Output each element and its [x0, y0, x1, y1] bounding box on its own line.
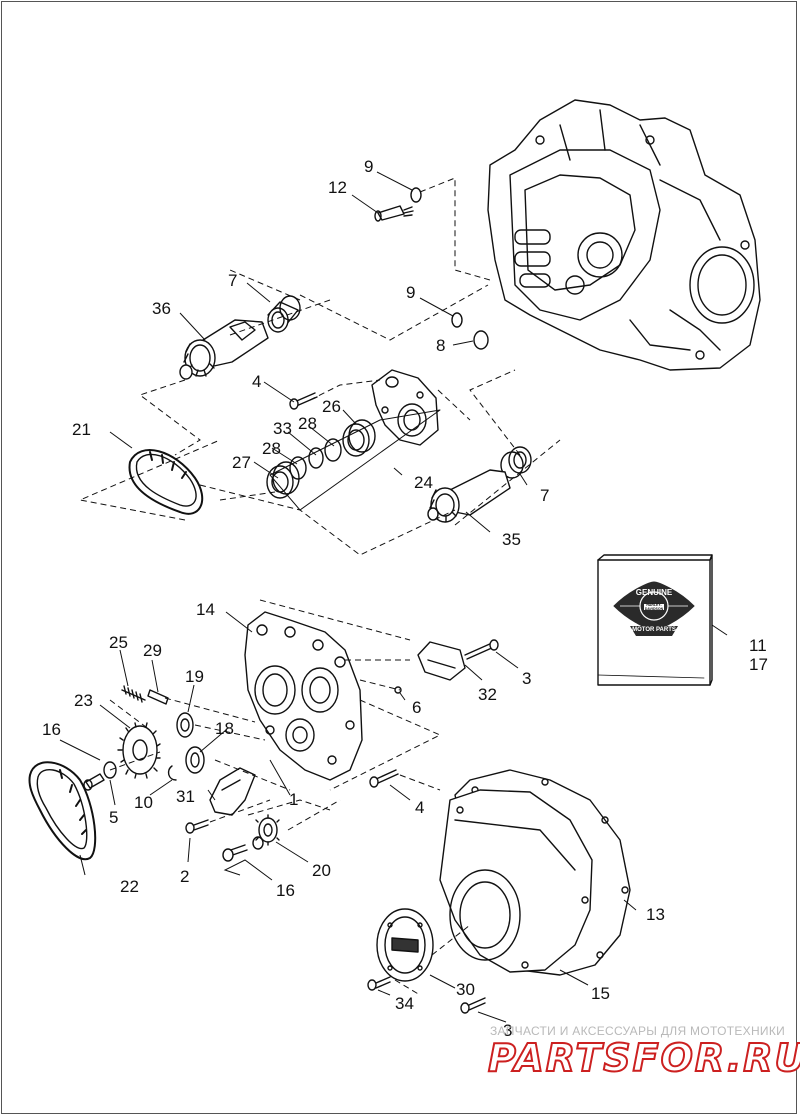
callout-19: 19	[185, 667, 204, 686]
part-29-pin	[147, 689, 169, 705]
watermark-tagline: ЗАПЧАСТИ И АКСЕССУАРЫ ДЛЯ МОТОТЕХНИКИ	[490, 1024, 786, 1038]
part-10-retaining-ring	[167, 765, 177, 781]
part-31-tensioner-shoe	[209, 767, 256, 816]
part-20-sprocket	[255, 814, 280, 846]
callout-12: 12	[328, 178, 347, 197]
callout-16-top: 16	[42, 720, 61, 739]
callout-9-top: 9	[364, 157, 374, 176]
callout-18: 18	[215, 719, 234, 738]
callout-13: 13	[646, 905, 665, 924]
part-30-cover-plate	[376, 908, 434, 982]
part-4-screw-upper	[289, 392, 318, 410]
part-34-screw	[367, 976, 391, 991]
genuine-parts-badge	[613, 581, 695, 636]
part-15-cam-cover	[439, 789, 593, 973]
part-8-o-ring	[473, 330, 489, 350]
crankcase	[487, 99, 761, 371]
callout-21: 21	[72, 420, 91, 439]
callout-25: 25	[109, 633, 128, 652]
callout-30: 30	[456, 980, 475, 999]
callout-20: 20	[312, 861, 331, 880]
callout-1: 1	[289, 790, 299, 809]
callout-3-bottom: 3	[503, 1021, 513, 1040]
part-35-camshaft-front	[427, 469, 511, 523]
callout-24: 24	[414, 473, 433, 492]
callout-4-bottom: 4	[415, 798, 425, 817]
callout-35: 35	[502, 530, 521, 549]
part-26-cam-support	[371, 369, 439, 446]
callout-9-mid: 9	[406, 283, 416, 302]
callout-17: 17	[749, 655, 768, 674]
callout-27: 27	[232, 453, 251, 472]
callout-11: 11	[749, 636, 767, 655]
part-7-bearing-upper	[267, 295, 301, 333]
part-24-group-outline	[269, 409, 441, 511]
callout-8: 8	[436, 336, 446, 355]
callout-14: 14	[196, 600, 215, 619]
part-3-screw-right	[464, 639, 499, 660]
assembly-lines	[78, 177, 561, 996]
callout-36: 36	[152, 299, 171, 318]
part-22-chain	[28, 761, 97, 861]
part-28-ring-lower	[289, 456, 307, 480]
callout-34: 34	[395, 994, 414, 1013]
callout-2: 2	[180, 867, 190, 886]
callout-6: 6	[412, 698, 422, 717]
callout-26: 26	[322, 397, 341, 416]
part-18-washer	[185, 746, 205, 774]
callout-23: 23	[74, 691, 93, 710]
leader-lines	[59, 171, 728, 1023]
part-9-o-ring-top	[410, 187, 422, 203]
callout-10: 10	[134, 793, 153, 812]
part-23-sprocket	[117, 722, 161, 779]
callout-15: 15	[591, 984, 610, 1003]
part-16-bolt-lower	[222, 836, 264, 862]
part-21-chain	[128, 449, 204, 515]
part-19-washer	[176, 712, 194, 738]
part-28-spacer	[324, 438, 342, 462]
part-27-bearing	[266, 461, 300, 499]
part-12-breather-pin	[374, 205, 414, 222]
callout-31: 31	[176, 787, 195, 806]
callout-33: 33	[273, 419, 292, 438]
part-14-cam-support-plate	[244, 611, 363, 781]
callout-4-top: 4	[252, 372, 262, 391]
callout-3-right: 3	[522, 669, 532, 688]
part-25-spring	[121, 685, 146, 703]
callout-16-bottom: 16	[276, 881, 295, 900]
part-6-dowel	[394, 686, 402, 694]
part-3-screw-bottom	[460, 997, 486, 1014]
callout-28-bottom: 28	[262, 439, 281, 458]
watermark-logo: PARTSFOR.RU	[487, 1035, 800, 1081]
badge-bottom-text: MOTOR PARTS	[632, 627, 676, 633]
part-33-snap-ring	[308, 447, 324, 469]
callout-32: 32	[478, 685, 497, 704]
callout-7-top: 7	[228, 271, 238, 290]
callout-7-bottom: 7	[540, 486, 550, 505]
callout-5: 5	[109, 808, 119, 827]
part-36-camshaft-rear	[179, 319, 269, 380]
badge-middle-text: HARLEY-DAVIDSON	[644, 603, 664, 611]
part-2-screw	[185, 819, 209, 834]
callout-29: 29	[143, 641, 162, 660]
callout-22: 22	[120, 877, 139, 896]
part-9-o-ring	[451, 312, 463, 328]
part-4-screw-lower	[369, 769, 399, 788]
part-32-chain-tensioner	[417, 641, 466, 681]
callout-28-top: 28	[298, 414, 317, 433]
badge-top-text: GENUINE	[635, 588, 673, 597]
part-28-ring-upper	[342, 419, 376, 457]
